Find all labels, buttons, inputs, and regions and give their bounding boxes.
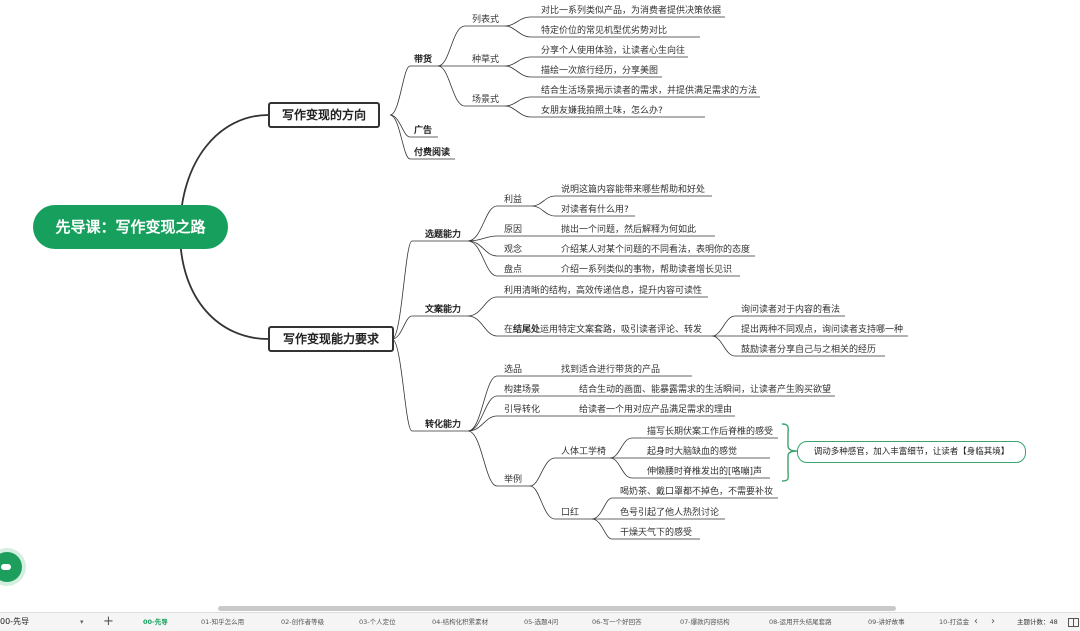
node-renti[interactable]: 人体工学椅	[561, 447, 607, 457]
node-wenan-1[interactable]: 利用清晰的结构，高效传递信息，提升内容可读性	[504, 286, 703, 296]
node-yindao-1[interactable]: 给读者一个用对应产品满足需求的理由	[579, 405, 733, 415]
topic-direction[interactable]: 写作变现的方向	[268, 102, 380, 128]
node-goujian[interactable]: 构建场景	[504, 385, 541, 395]
sheet-tab-09[interactable]: 09-讲好故事	[868, 618, 905, 626]
node-kouhong[interactable]: 口红	[561, 508, 580, 518]
node-guanggao[interactable]: 广告	[414, 126, 433, 136]
node-wenan[interactable]: 文案能力	[425, 305, 462, 315]
wenan-2-prefix: 在	[504, 325, 514, 335]
wenan-2-suffix: 运用特定文案套路，吸引读者评论、转发	[540, 325, 703, 335]
node-changjing-2[interactable]: 女朋友嫌我拍照土味，怎么办?	[541, 106, 663, 116]
sheet-tab-05[interactable]: 05-选题4问	[524, 618, 559, 626]
sheet-tab-10[interactable]: 10-打造金	[939, 618, 970, 626]
node-xuanpin[interactable]: 选品	[504, 365, 523, 375]
sheet-tab-01[interactable]: 01-知乎怎么用	[201, 618, 245, 626]
sheet-tab-03[interactable]: 03-个人定位	[359, 618, 396, 626]
sheet-tab-08[interactable]: 08-运用开头结尾套路	[769, 618, 832, 626]
node-yuanyin-1[interactable]: 抛出一个问题，然后解释为何如此	[561, 225, 697, 235]
node-renti-1[interactable]: 描写长期伏案工作后脊椎的感受	[647, 427, 774, 437]
sheet-tab-00[interactable]: 00-先导	[143, 618, 168, 626]
sheet-tab-07[interactable]: 07-爆款内容结构	[680, 618, 730, 626]
node-xuanti[interactable]: 选题能力	[425, 230, 462, 240]
node-changjing[interactable]: 场景式	[472, 95, 500, 105]
node-juli[interactable]: 举例	[504, 475, 523, 485]
node-zhongcao-1[interactable]: 分享个人使用体验，让读者心生向往	[541, 46, 686, 56]
node-wenan-2-c[interactable]: 鼓励读者分享自己与之相关的经历	[741, 345, 877, 355]
add-sheet-icon[interactable]: +	[103, 614, 114, 629]
node-wenan-2[interactable]: 在结尾处运用特定文案套路，吸引读者评论、转发	[504, 324, 702, 336]
node-wenan-2-a[interactable]: 询问读者对于内容的看法	[741, 305, 841, 315]
book-icon[interactable]	[1068, 618, 1079, 627]
node-yindao[interactable]: 引导转化	[504, 405, 541, 415]
node-changjing-1[interactable]: 结合生活场景揭示读者的需求，并提供满足需求的方法	[541, 86, 758, 96]
sheet-tab-02[interactable]: 02-创作者等级	[281, 618, 325, 626]
node-liebiao[interactable]: 列表式	[472, 15, 500, 25]
chevron-right-icon[interactable]: ›	[991, 616, 995, 627]
horizontal-scrollbar[interactable]	[218, 606, 896, 611]
node-zhongcao[interactable]: 种草式	[472, 55, 500, 65]
node-guannian-1[interactable]: 介绍某人对某个问题的不同看法，表明你的态度	[561, 245, 751, 255]
topic-count: 主题计数：48	[1017, 613, 1058, 631]
node-goujian-1[interactable]: 结合生动的画面、能暴露需求的生活瞬间，让读者产生购买欲望	[579, 385, 832, 395]
root-topic[interactable]: 先导课：写作变现之路	[33, 205, 228, 249]
topic-count-label: 主题计数：	[1017, 618, 1050, 626]
current-sheet-label: 00-先导	[0, 617, 30, 626]
summary-callout[interactable]: 调动多种感官，加入丰富细节，让读者【身临其境】	[797, 441, 1026, 463]
topic-count-value: 48	[1049, 618, 1058, 626]
node-xuanpin-1[interactable]: 找到适合进行带货的产品	[561, 365, 661, 375]
node-pandian[interactable]: 盘点	[504, 265, 523, 275]
node-daihuo[interactable]: 带货	[414, 55, 433, 65]
node-liyi-2[interactable]: 对读者有什么用?	[561, 205, 629, 215]
node-kouhong-3[interactable]: 干燥天气下的感受	[620, 528, 693, 538]
node-guannian[interactable]: 观念	[504, 245, 523, 255]
chevron-left-icon[interactable]: ‹	[974, 616, 978, 627]
sheet-tab-04[interactable]: 04-结构化积累素材	[432, 618, 489, 626]
node-renti-2[interactable]: 起身时大脑缺血的感觉	[647, 447, 738, 457]
node-kouhong-1[interactable]: 喝奶茶、戴口罩都不掉色，不需要补妆	[620, 487, 774, 497]
node-renti-3[interactable]: 伸懒腰时脊椎发出的[咯嘣]声	[647, 467, 763, 477]
chevron-down-icon: ▾	[80, 618, 84, 626]
node-zhuanhua[interactable]: 转化能力	[425, 420, 462, 430]
node-fufei[interactable]: 付费阅读	[414, 148, 451, 158]
node-yuanyin[interactable]: 原因	[504, 225, 523, 235]
robot-icon	[1, 564, 11, 570]
sheet-tab-bar: 00-先导 ▾ + 00-先导 01-知乎怎么用 02-创作者等级 03-个人定…	[0, 612, 1080, 631]
node-kouhong-2[interactable]: 色号引起了他人热烈讨论	[620, 508, 720, 518]
assistant-float-button[interactable]	[0, 552, 22, 582]
wenan-2-bold: 结尾处	[513, 325, 541, 335]
topic-ability[interactable]: 写作变现能力要求	[268, 326, 394, 352]
current-sheet-selector[interactable]: 00-先导 ▾	[0, 613, 94, 631]
node-pandian-1[interactable]: 介绍一系列类似的事物，帮助读者增长见识	[561, 265, 733, 275]
mindmap-canvas[interactable]: 先导课：写作变现之路 写作变现的方向 写作变现能力要求 带货 广告 付费阅读 列…	[0, 0, 1080, 610]
node-liyi-1[interactable]: 说明这篇内容能带来哪些帮助和好处	[561, 185, 706, 195]
node-liyi[interactable]: 利益	[504, 195, 523, 205]
sheet-tab-06[interactable]: 06-写一个好回答	[592, 618, 642, 626]
node-wenan-2-b[interactable]: 提出两种不同观点，询问读者支持哪一种	[741, 325, 904, 335]
connector-lines	[179, 16, 908, 540]
node-zhongcao-2[interactable]: 描绘一次旅行经历，分享美图	[541, 66, 659, 76]
node-liebiao-1[interactable]: 对比一系列类似产品，为消费者提供决策依据	[541, 6, 722, 16]
node-liebiao-2[interactable]: 特定价位的常见机型优劣势对比	[541, 26, 668, 36]
